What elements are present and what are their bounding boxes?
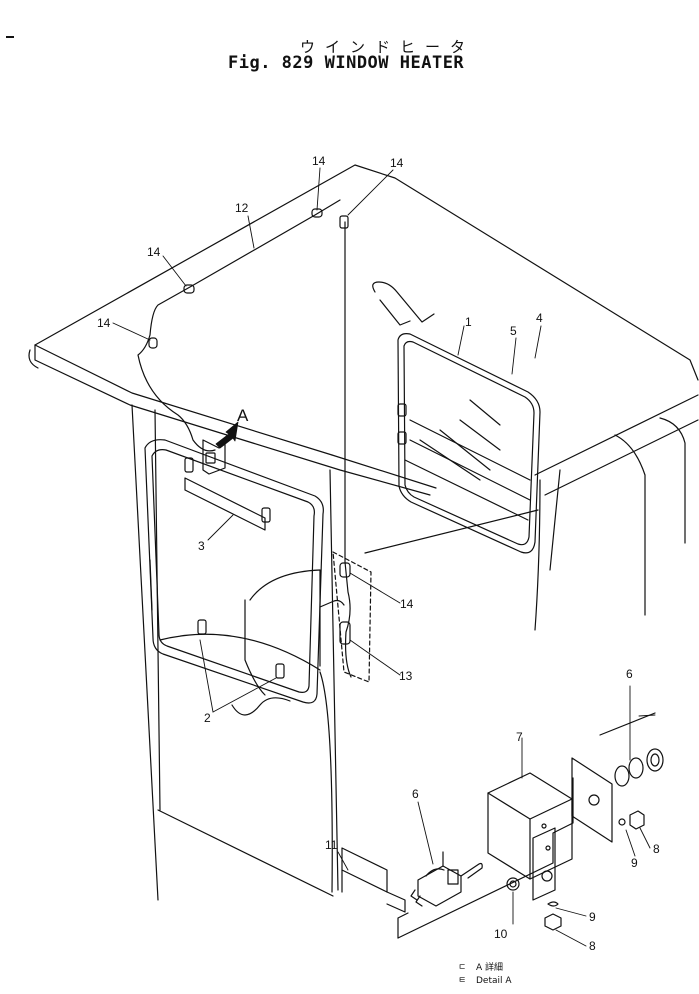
callout-9-bottom: 9 xyxy=(589,910,596,924)
toggle-switch xyxy=(410,851,483,907)
legend-row-japanese: ㄷ A 詳細 xyxy=(458,962,512,975)
switch-box-assembly xyxy=(341,772,574,939)
legend-row-english: ㅌ Detail A xyxy=(458,975,512,988)
callout-14-left: 14 xyxy=(97,316,111,330)
callout-14-top-right: 14 xyxy=(390,156,404,170)
left-window-heater-wire xyxy=(144,439,324,704)
detail-a-arrow xyxy=(215,421,239,449)
callout-1: 1 xyxy=(465,315,472,329)
callout-labels: 1 2 3 4 5 6 6 7 8 8 9 9 10 11 12 13 14 1… xyxy=(97,154,660,953)
margin-mark xyxy=(6,36,14,38)
figure-title: Fig. 829 WINDOW HEATER xyxy=(228,53,465,73)
callout-4: 4 xyxy=(536,311,543,325)
callout-14-lower: 14 xyxy=(400,597,414,611)
callout-12: 12 xyxy=(235,201,249,215)
callout-13: 13 xyxy=(399,669,413,683)
wire-harness xyxy=(137,199,372,683)
callout-11: 11 xyxy=(325,838,338,852)
legend-symbol-icon-2: ㅌ xyxy=(458,976,467,986)
figure-title-japanese: ウインドヒータ xyxy=(300,38,476,56)
leader-lines xyxy=(112,167,656,947)
callout-2: 2 xyxy=(204,711,211,725)
callout-14-mid: 14 xyxy=(147,245,161,259)
callout-3: 3 xyxy=(198,539,205,553)
legend-english-text: Detail A xyxy=(476,976,512,986)
callout-7: 7 xyxy=(516,730,523,744)
callout-14-top-left: 14 xyxy=(312,154,326,168)
callout-5: 5 xyxy=(510,324,517,338)
callout-10: 10 xyxy=(494,927,508,941)
legend-japanese-text: A 詳細 xyxy=(476,963,504,973)
legend-symbol-icon: ㄷ xyxy=(458,963,467,973)
connector-3 xyxy=(184,439,266,531)
callout-6-switch: 6 xyxy=(412,787,419,801)
detail-legend: ㄷ A 詳細 ㅌ Detail A xyxy=(458,962,512,988)
callout-8-right: 8 xyxy=(653,842,660,856)
callout-detail-a: A xyxy=(237,406,249,425)
cab-body xyxy=(131,404,686,901)
callout-8-bottom: 8 xyxy=(589,939,596,953)
callout-9-right: 9 xyxy=(631,856,638,870)
cab-roof xyxy=(28,164,699,496)
callout-6-plate: 6 xyxy=(626,667,633,681)
mount-plate xyxy=(544,712,664,931)
right-window-heater xyxy=(364,281,541,554)
